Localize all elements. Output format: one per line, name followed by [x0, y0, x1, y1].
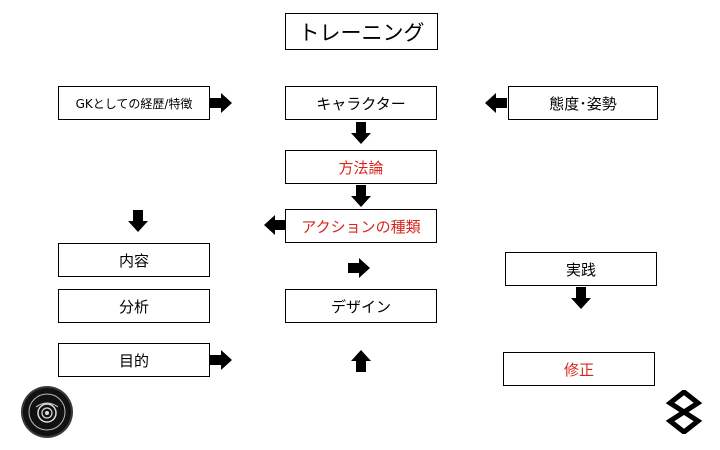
practice-box: 実践	[505, 252, 657, 286]
arrow-up-icon	[351, 350, 371, 372]
gk-history-label: GKとしての経歴/特徴	[75, 96, 193, 111]
method-box: 方法論	[285, 150, 437, 184]
arrow-down-icon	[128, 210, 148, 232]
infinity-logo-icon	[666, 390, 702, 434]
action-types-label: アクションの種類	[301, 217, 421, 236]
arrow-left-icon	[485, 93, 507, 113]
arrow-right-icon	[210, 350, 232, 370]
diagram-title: トレーニング	[298, 20, 425, 45]
character-box: キャラクター	[285, 86, 437, 120]
attitude-label: 態度･姿勢	[549, 94, 617, 113]
arrow-right-icon	[210, 93, 232, 113]
content-label: 内容	[118, 251, 149, 270]
arrow-down-icon	[351, 185, 371, 207]
content-box: 内容	[58, 243, 210, 277]
arrow-down-icon	[351, 122, 371, 144]
design-label: デザイン	[330, 297, 391, 316]
correction-box: 修正	[503, 352, 655, 386]
arrow-down-icon	[571, 287, 591, 309]
correction-label: 修正	[563, 360, 594, 379]
analysis-label: 分析	[118, 297, 149, 316]
purpose-box: 目的	[58, 343, 210, 377]
practice-label: 実践	[565, 260, 596, 279]
design-box: デザイン	[285, 289, 437, 323]
purpose-label: 目的	[118, 351, 149, 370]
attitude-box: 態度･姿勢	[508, 86, 658, 120]
gk-history-box: GKとしての経歴/特徴	[58, 86, 210, 120]
method-label: 方法論	[338, 158, 384, 177]
arrow-right-icon	[348, 258, 370, 278]
arrow-left-icon	[264, 215, 286, 235]
title-box: トレーニング	[285, 13, 438, 50]
character-label: キャラクター	[316, 94, 406, 113]
analysis-box: 分析	[58, 289, 210, 323]
action-types-box: アクションの種類	[285, 209, 437, 243]
circular-emblem-icon	[21, 386, 73, 438]
